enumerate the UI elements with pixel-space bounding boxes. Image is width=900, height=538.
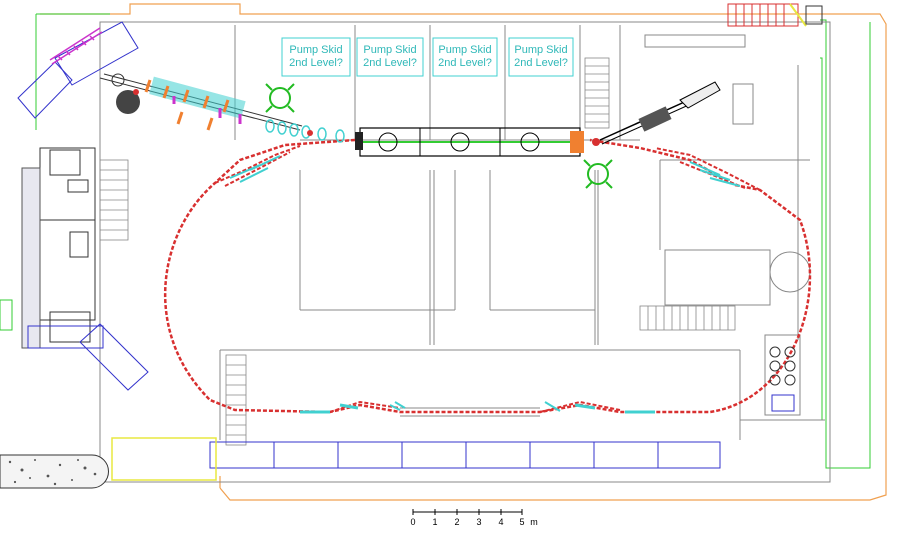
pump-skid-1-line1: Pump Skid xyxy=(289,44,342,56)
pump-skid-3: Pump Skid 2nd Level? xyxy=(432,37,498,77)
pump-skid-2-line1: Pump Skid xyxy=(363,44,416,56)
pump-skid-4-line1: Pump Skid xyxy=(514,44,567,56)
scale-unit: m xyxy=(530,517,538,527)
bottom-blue-row xyxy=(209,441,721,469)
pump-skid-2-line2: 2nd Level? xyxy=(363,57,417,69)
pump-skid-group: Pump Skid 2nd Level? Pump Skid 2nd Level… xyxy=(281,37,574,77)
scale-tick-1: 1 xyxy=(432,517,437,527)
pump-skid-3-line1: Pump Skid xyxy=(438,44,491,56)
pump-skid-2: Pump Skid 2nd Level? xyxy=(356,37,424,77)
pump-skid-4: Pump Skid 2nd Level? xyxy=(508,37,574,77)
pump-skid-4-line2: 2nd Level? xyxy=(514,57,568,69)
pump-skid-1: Pump Skid 2nd Level? xyxy=(281,37,351,77)
scale-tick-3: 3 xyxy=(476,517,481,527)
central-linac xyxy=(355,127,584,157)
scale-tick-4: 4 xyxy=(498,517,503,527)
concrete-pad xyxy=(0,454,109,489)
scale-tick-2: 2 xyxy=(454,517,459,527)
extraction-beamline xyxy=(592,81,721,146)
hall-walls xyxy=(99,21,831,483)
yellow-area xyxy=(111,437,217,481)
building-outline xyxy=(40,3,887,501)
stairs xyxy=(99,57,736,446)
green-boundary xyxy=(0,13,871,469)
top-right-stair xyxy=(727,3,823,27)
scale-tick-0: 0 xyxy=(410,517,415,527)
storage-ring xyxy=(163,138,812,417)
pump-symbols xyxy=(265,83,613,189)
pump-skid-3-line2: 2nd Level? xyxy=(438,57,492,69)
magenta-component xyxy=(49,27,103,65)
scale-bar: 0 1 2 3 4 5 m xyxy=(410,509,538,527)
right-bottom-circles xyxy=(769,346,796,412)
injection-beamline xyxy=(99,73,345,143)
scale-tick-5: 5 xyxy=(519,517,524,527)
pump-skid-1-line2: 2nd Level? xyxy=(289,57,343,69)
left-rooms xyxy=(21,147,96,349)
